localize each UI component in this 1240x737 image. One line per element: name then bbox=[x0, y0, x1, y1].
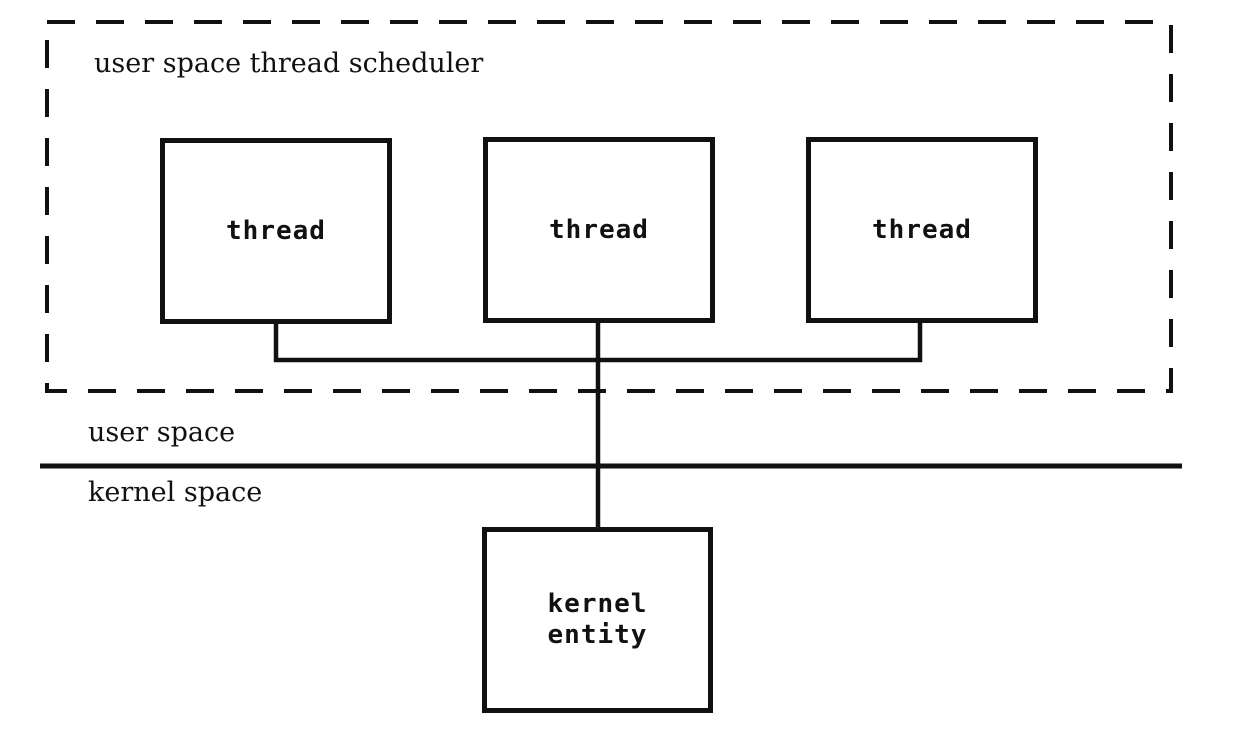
kernel-entity-label-line1: kernel bbox=[547, 589, 648, 619]
kernel-space-label: kernel space bbox=[88, 477, 263, 508]
thread-node-1-label: thread bbox=[226, 215, 326, 246]
thread-node-1: thread bbox=[160, 138, 392, 324]
scheduler-boundary-dashed-box bbox=[45, 20, 1173, 393]
thread-node-3-label: thread bbox=[872, 214, 972, 245]
thread-node-3: thread bbox=[806, 137, 1038, 323]
scheduler-title: user space thread scheduler bbox=[94, 48, 484, 79]
thread-node-2-label: thread bbox=[549, 214, 649, 245]
user-space-label: user space bbox=[88, 417, 236, 448]
thread-node-2: thread bbox=[483, 137, 715, 323]
kernel-entity-label-line2: entity bbox=[547, 620, 648, 650]
